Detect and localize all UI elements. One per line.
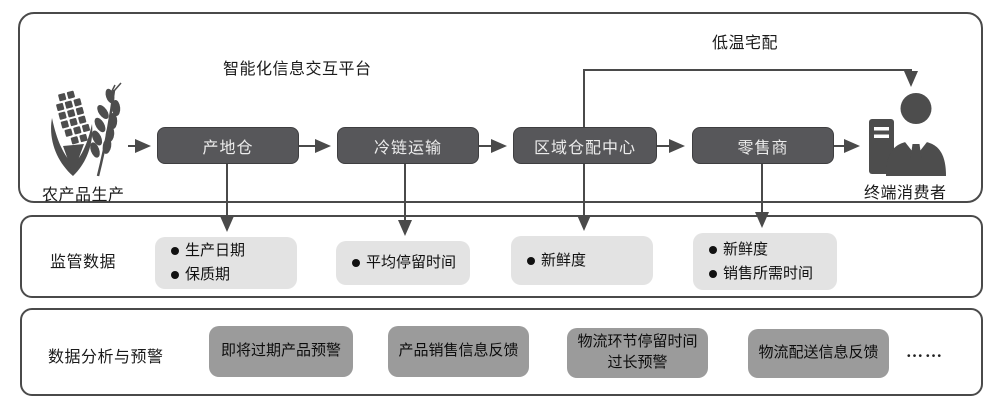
- stage-box-cold-chain-transport: 冷链运输: [337, 127, 479, 164]
- warning-label: 即将过期产品预警: [220, 343, 341, 359]
- data-item: 新鲜度: [709, 238, 837, 262]
- data-item-label: 保质期: [185, 267, 231, 283]
- analysis-panel-title: 数据分析与预警: [48, 349, 164, 366]
- data-box-cold-chain: 平均停留时间: [336, 241, 470, 285]
- platform-label: 智能化信息交互平台: [223, 61, 372, 78]
- stage-label: 零售商: [737, 139, 789, 157]
- stage-label: 产地仓: [202, 139, 254, 157]
- data-item-label: 新鲜度: [541, 252, 587, 269]
- cold-delivery-label: 低温宅配: [712, 35, 779, 52]
- data-item: 新鲜度: [527, 249, 653, 273]
- warning-label: 产品销售信息反馈: [398, 343, 519, 359]
- stage-box-retailer: 零售商: [692, 127, 834, 164]
- data-item-label: 新鲜度: [723, 241, 769, 258]
- warning-box-delivery-feedback: 物流配送信息反馈: [748, 329, 889, 378]
- data-box-origin: 生产日期 保质期: [155, 237, 297, 289]
- bullet-icon: [709, 269, 717, 278]
- bullet-icon: [709, 245, 717, 254]
- warning-label: 物流环节停留时间过长预警: [577, 334, 698, 371]
- data-item-label: 平均停留时间: [366, 255, 457, 271]
- warning-box-expiry: 即将过期产品预警: [209, 326, 353, 377]
- data-item: 保质期: [171, 263, 297, 287]
- warning-box-logistics-delay: 物流环节停留时间过长预警: [567, 328, 708, 378]
- warning-label: 物流配送信息反馈: [758, 345, 879, 361]
- warning-box-sales-feedback: 产品销售信息反馈: [388, 326, 529, 377]
- data-box-regional: 新鲜度: [511, 236, 653, 285]
- stage-label: 区域仓配中心: [533, 139, 636, 157]
- bullet-icon: [527, 256, 535, 265]
- stage-box-origin-warehouse: 产地仓: [157, 127, 299, 164]
- data-item-label: 生产日期: [185, 243, 246, 259]
- stage-label: 冷链运输: [373, 139, 442, 157]
- business-person-icon: [866, 92, 946, 176]
- bullet-icon: [171, 271, 179, 279]
- data-item-label: 销售所需时间: [723, 265, 814, 282]
- data-item: 生产日期: [171, 239, 297, 263]
- data-item: 销售所需时间: [709, 262, 837, 286]
- consumer-label: 终端消费者: [864, 185, 947, 202]
- bullet-icon: [171, 247, 179, 255]
- stage-box-regional-distribution-center: 区域仓配中心: [513, 127, 657, 164]
- corn-wheat-icon: [40, 82, 136, 182]
- ellipsis-more: ……: [906, 342, 944, 361]
- producer-label: 农产品生产: [42, 187, 125, 204]
- data-item: 平均停留时间: [352, 251, 470, 275]
- data-box-retailer: 新鲜度 销售所需时间: [693, 233, 837, 290]
- supervision-panel-title: 监管数据: [50, 254, 117, 271]
- supply-chain-panel: [18, 12, 983, 203]
- bullet-icon: [352, 259, 360, 267]
